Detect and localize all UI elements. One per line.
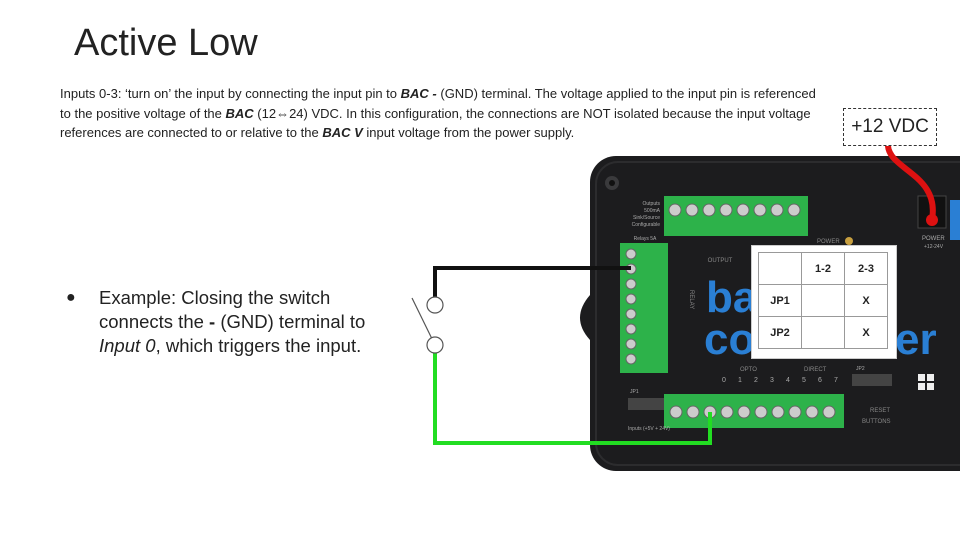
- switch-lever: [411, 297, 436, 346]
- description-text: Inputs 0-3: ‘turn on’ the input by conne…: [60, 86, 401, 101]
- description-text: input voltage from the power supply.: [362, 125, 575, 140]
- description-emphasis: BAC: [225, 105, 254, 121]
- table-cell: JP1: [758, 284, 802, 317]
- example-text: Example: Closing the switch connects the…: [99, 287, 366, 356]
- table-row: JP2 X: [758, 316, 888, 349]
- reset-label: RESET: [870, 408, 890, 414]
- board-edge: [595, 161, 960, 466]
- table-cell: X: [844, 284, 888, 317]
- table-cell: [801, 284, 845, 317]
- gnd-wire-black: [433, 266, 631, 300]
- table-cell: [801, 316, 845, 349]
- svg-text:7: 7: [834, 377, 838, 384]
- input-number-labels: 0 1 2 3 4 5 6 7: [722, 377, 838, 384]
- jp2-label: JP2: [856, 366, 865, 372]
- opto-label: OPTO: [740, 367, 757, 373]
- output-terminal-block: [664, 196, 808, 236]
- description-text: (12⇔24) VDC. In this configuration, the …: [60, 105, 811, 141]
- jumper-table: 1-2 2-3 JP1 X JP2 X: [758, 252, 888, 349]
- brand-text-top: ba: [706, 273, 758, 322]
- side-knob: [580, 295, 590, 340]
- bullet-dot: ●: [66, 289, 76, 306]
- relay-label: RELAY: [688, 290, 694, 309]
- svg-text:6: 6: [818, 377, 822, 384]
- brand-text-right: er: [895, 315, 937, 364]
- output-terminal-screws: [668, 203, 801, 217]
- brand-text-bottom: co: [704, 315, 755, 364]
- outputs-mode-label: Sink/Source: [633, 215, 660, 221]
- inputs-label: Inputs (+5V + 24V): [628, 426, 670, 432]
- power-led-label: POWER: [817, 239, 840, 245]
- input-terminal-screws: [669, 405, 836, 419]
- svg-text:3: 3: [770, 377, 774, 384]
- table-cell: JP2: [758, 316, 802, 349]
- description: Inputs 0-3: ‘turn on’ the input by conne…: [60, 84, 830, 143]
- mount-hole-center: [609, 180, 615, 186]
- table-row: JP1 X: [758, 284, 888, 317]
- power-range-label: +12-24V: [924, 244, 944, 250]
- table-cell: X: [844, 316, 888, 349]
- input-wire-green: [433, 345, 712, 445]
- table-row: 1-2 2-3: [758, 252, 888, 285]
- direct-label: DIRECT: [804, 367, 827, 373]
- buttons-label: BUTTONS: [862, 419, 891, 425]
- svg-text:2: 2: [754, 377, 758, 384]
- svg-text:0: 0: [722, 377, 726, 384]
- relay-terminal-block: [620, 243, 668, 373]
- outputs-config-label: Configurable: [632, 222, 661, 228]
- description-emphasis: BAC V: [322, 125, 363, 140]
- description-emphasis: BAC -: [400, 86, 437, 101]
- jp1-label: JP1: [630, 389, 639, 395]
- power-led: [845, 237, 853, 245]
- windows-icon: [918, 374, 934, 390]
- description-text: (GND) terminal. The voltage applied to t…: [60, 86, 816, 121]
- table-header-cell: 2-3: [844, 252, 888, 285]
- switch-contact-top: [426, 296, 444, 314]
- switch-contact-bottom: [426, 336, 444, 354]
- example-bullet: ● Example: Closing the switch connects t…: [66, 286, 386, 358]
- svg-text:1: 1: [738, 377, 742, 384]
- page-title: Active Low: [74, 22, 258, 64]
- jp2-header: [852, 374, 892, 386]
- svg-text:4: 4: [786, 377, 790, 384]
- outputs-current-label: 500mA: [644, 208, 661, 214]
- table-header-cell: [758, 252, 802, 285]
- jp1-header: [628, 398, 664, 410]
- output-label: OUTPUT: [708, 258, 733, 264]
- relays-label: Relays 5A: [634, 236, 657, 242]
- power-connector-label: POWER: [922, 236, 945, 242]
- brand-edge-sticker: [950, 200, 960, 240]
- outputs-label: Outputs: [642, 201, 660, 207]
- supply-voltage-label: +12 VDC: [843, 108, 937, 146]
- svg-text:5: 5: [802, 377, 806, 384]
- supply-wire-red: [885, 143, 936, 223]
- table-header-cell: 1-2: [801, 252, 845, 285]
